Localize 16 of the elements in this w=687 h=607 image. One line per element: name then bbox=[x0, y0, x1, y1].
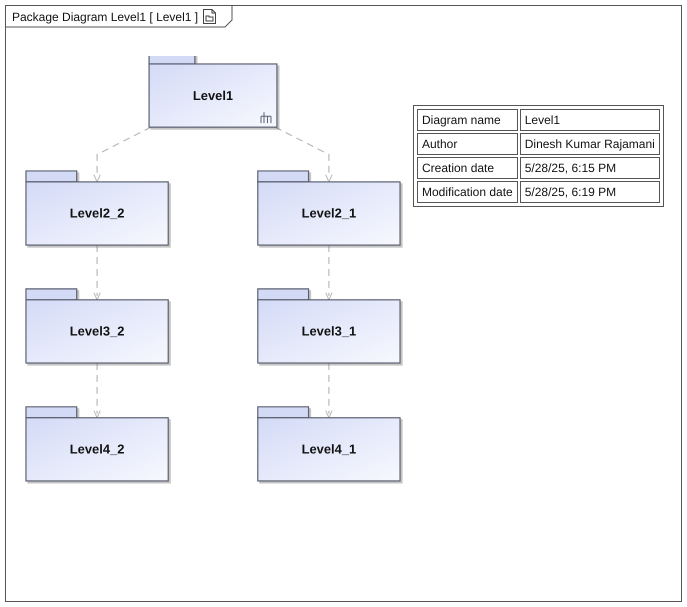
property-cell: Diagram name bbox=[417, 109, 518, 131]
arrow bbox=[93, 126, 152, 182]
arrow bbox=[93, 245, 101, 300]
arrow bbox=[325, 363, 333, 418]
value-cell: Level1 bbox=[520, 109, 660, 131]
value-cell: 5/28/25, 6:15 PM bbox=[520, 157, 660, 179]
property-cell: Author bbox=[417, 133, 518, 155]
arrow bbox=[93, 363, 101, 418]
diagram-frame: Package Diagram Level1 [ Level1 ] Level1 Level2_2 Level2_1 Level3_2 Level3_1 Level4_2 Level4_1 Diagram name Level1 Author Dinesh Kumar Rajamani Creation date 5/28/25, 6:15 PM Modification date 5/28/25, 6:19 PM bbox=[5, 5, 682, 602]
arrow bbox=[274, 126, 333, 182]
value-cell: 5/28/25, 6:19 PM bbox=[520, 181, 660, 203]
value-cell: Dinesh Kumar Rajamani bbox=[520, 133, 660, 155]
arrow bbox=[325, 245, 333, 300]
diagram-title: Package Diagram Level1 [ Level1 ] bbox=[12, 10, 198, 24]
property-cell: Modification date bbox=[417, 181, 518, 203]
property-cell: Creation date bbox=[417, 157, 518, 179]
